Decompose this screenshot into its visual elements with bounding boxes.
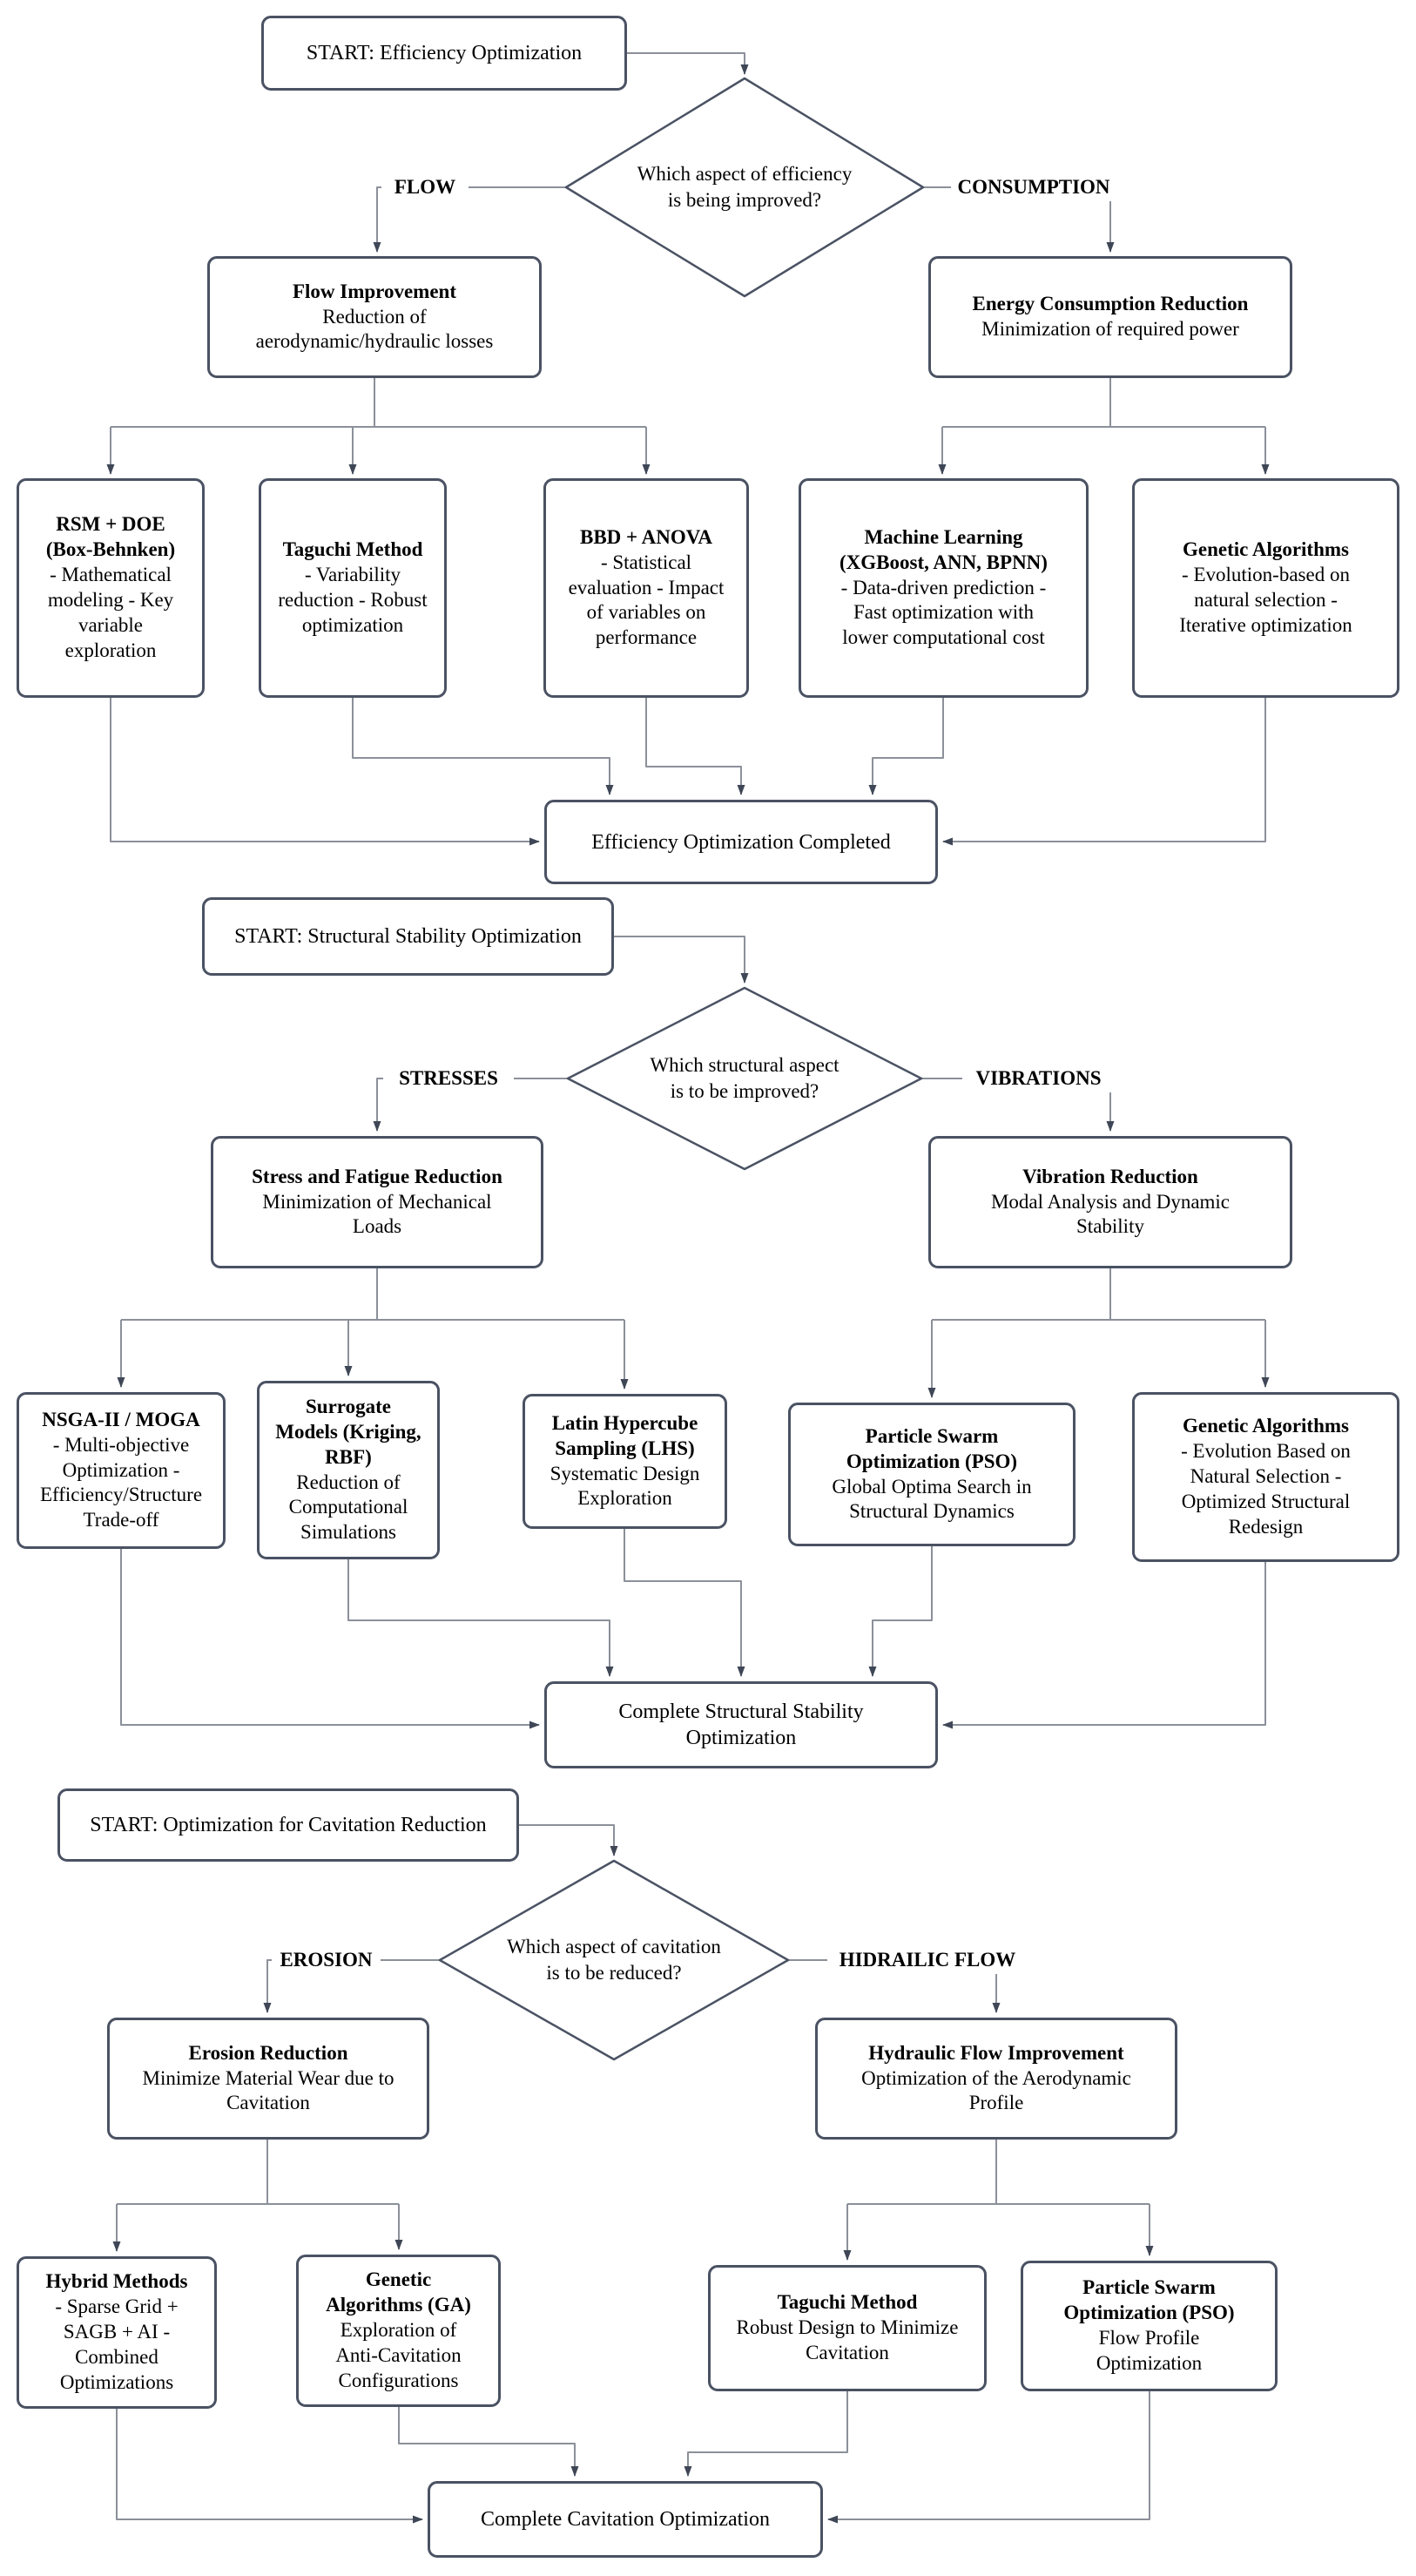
decision-text-cavitation: Which aspect of cavitation is to be redu… <box>507 1936 721 1984</box>
branch-erosion-reduction-title: Erosion Reduction <box>188 2041 348 2064</box>
branch-vibration-reduction: Vibration Reduction Modal Analysis and D… <box>928 1136 1292 1268</box>
end-node-efficiency-label: Efficiency Optimization Completed <box>591 830 891 854</box>
method-genetic-algorithms-efficiency-title: Genetic Algorithms <box>1183 538 1349 561</box>
method-nsga-moga: NSGA-II / MOGA - Multi-objective Optimiz… <box>17 1392 226 1549</box>
decision-diamond-structural <box>566 986 923 1171</box>
decision-text-efficiency: Which aspect of efficiency is being impr… <box>637 163 853 211</box>
method-pso-cavitation-desc: Flow Profile Optimization <box>1096 2327 1203 2374</box>
branch-flow-improvement-desc: Reduction of aerodynamic/hydraulic losse… <box>255 305 494 353</box>
branch-energy-consumption-title: Energy Consumption Reduction <box>972 293 1249 315</box>
method-taguchi-cavitation-title: Taguchi Method <box>777 2291 918 2314</box>
branch-stress-fatigue-title: Stress and Fatigue Reduction <box>252 1165 502 1187</box>
method-machine-learning-desc: - Data-driven prediction - Fast optimiza… <box>840 576 1047 649</box>
branch-vibration-reduction-title: Vibration Reduction <box>1022 1165 1198 1187</box>
branch-energy-consumption-desc: Minimization of required power <box>981 318 1239 340</box>
branch-label-erosion: EROSION <box>272 1946 381 1974</box>
start-node-structural: START: Structural Stability Optimization <box>202 897 614 976</box>
decision-diamond-cavitation <box>438 1859 790 2061</box>
end-node-efficiency: Efficiency Optimization Completed <box>544 800 938 884</box>
method-taguchi-cavitation-desc: Robust Design to Minimize Cavitation <box>736 2316 959 2363</box>
branch-vibration-reduction-desc: Modal Analysis and Dynamic Stability <box>990 1190 1231 1238</box>
branch-hydraulic-flow-desc: Optimization of the Aerodynamic Profile <box>861 2066 1131 2114</box>
method-bbd-anova-title: BBD + ANOVA <box>580 525 712 548</box>
branch-stress-fatigue-desc: Minimization of Mechanical Loads <box>262 1190 492 1238</box>
method-rsm-doe-desc: - Mathematical modeling - Key variable e… <box>47 564 174 661</box>
method-genetic-algorithms-structural-title: Genetic Algorithms <box>1183 1415 1349 1437</box>
method-genetic-algorithms-cavitation: Genetic Algorithms (GA) Exploration of A… <box>296 2255 501 2407</box>
method-nsga-moga-desc: - Multi-objective Optimization - Efficie… <box>39 1433 203 1531</box>
end-node-structural: Complete Structural Stability Optimizati… <box>544 1681 938 1768</box>
branch-erosion-reduction-desc: Minimize Material Wear due to Cavitation <box>142 2066 394 2114</box>
method-hybrid-methods-desc: - Sparse Grid + SAGB + AI - Combined Opt… <box>55 2295 179 2393</box>
method-hybrid-methods: Hybrid Methods - Sparse Grid + SAGB + AI… <box>17 2256 217 2409</box>
start-node-efficiency: START: Efficiency Optimization <box>261 16 627 91</box>
branch-hydraulic-flow-title: Hydraulic Flow Improvement <box>868 2041 1124 2064</box>
method-surrogate-models: Surrogate Models (Kriging, RBF) Reductio… <box>257 1381 440 1559</box>
start-node-structural-label: START: Structural Stability Optimization <box>234 925 582 948</box>
method-nsga-moga-title: NSGA-II / MOGA <box>42 1408 200 1430</box>
method-bbd-anova-desc: - Statistical evaluation - Impact of var… <box>568 551 725 649</box>
method-surrogate-models-title: Surrogate Models (Kriging, RBF) <box>275 1395 421 1468</box>
branch-flow-improvement-title: Flow Improvement <box>292 280 457 302</box>
branch-label-consumption: CONSUMPTION <box>951 173 1116 201</box>
method-taguchi-efficiency: Taguchi Method - Variability reduction -… <box>259 478 447 698</box>
method-bbd-anova: BBD + ANOVA - Statistical evaluation - I… <box>543 478 749 698</box>
method-rsm-doe: RSM + DOE (Box-Behnken) - Mathematical m… <box>17 478 205 698</box>
branch-energy-consumption: Energy Consumption Reduction Minimizatio… <box>928 256 1292 378</box>
method-pso-structural: Particle Swarm Optimization (PSO) Global… <box>788 1403 1075 1546</box>
branch-erosion-reduction: Erosion Reduction Minimize Material Wear… <box>107 2018 429 2140</box>
decision-diamond-efficiency <box>564 77 925 298</box>
method-taguchi-efficiency-desc: - Variability reduction - Robust optimiz… <box>278 564 428 636</box>
method-machine-learning-title: Machine Learning (XGBoost, ANN, BPNN) <box>839 525 1048 573</box>
branch-stress-fatigue: Stress and Fatigue Reduction Minimizatio… <box>211 1136 543 1268</box>
method-genetic-algorithms-efficiency-desc: - Evolution-based on natural selection -… <box>1179 564 1352 636</box>
method-taguchi-cavitation: Taguchi Method Robust Design to Minimize… <box>708 2265 987 2391</box>
branch-label-vibrations: VIBRATIONS <box>962 1065 1115 1092</box>
method-genetic-algorithms-cavitation-desc: Exploration of Anti-Cavitation Configura… <box>335 2319 462 2391</box>
branch-flow-improvement: Flow Improvement Reduction of aerodynami… <box>207 256 542 378</box>
end-node-structural-label: Complete Structural Stability Optimizati… <box>618 1700 864 1749</box>
start-node-efficiency-label: START: Efficiency Optimization <box>306 42 583 64</box>
method-pso-structural-title: Particle Swarm Optimization (PSO) <box>846 1424 1018 1472</box>
flow-arrows <box>106 52 1270 2524</box>
decision-diamonds <box>438 77 925 2061</box>
method-hybrid-methods-title: Hybrid Methods <box>45 2270 188 2293</box>
branch-label-hidrailic-flow: HIDRAILIC FLOW <box>827 1946 1028 1974</box>
branch-label-stresses: STRESSES <box>383 1065 514 1092</box>
method-pso-cavitation: Particle Swarm Optimization (PSO) Flow P… <box>1021 2261 1278 2391</box>
end-node-cavitation: Complete Cavitation Optimization <box>428 2481 823 2558</box>
method-latin-hypercube-desc: Systematic Design Exploration <box>550 1462 700 1510</box>
method-genetic-algorithms-structural: Genetic Algorithms - Evolution Based on … <box>1132 1392 1399 1562</box>
method-surrogate-models-desc: Reduction of Computational Simulations <box>288 1471 408 1544</box>
method-taguchi-efficiency-title: Taguchi Method <box>282 538 423 561</box>
end-node-cavitation-label: Complete Cavitation Optimization <box>481 2508 770 2531</box>
method-genetic-algorithms-efficiency: Genetic Algorithms - Evolution-based on … <box>1132 478 1399 698</box>
decision-text-structural: Which structural aspect is to be improve… <box>650 1054 839 1102</box>
method-rsm-doe-title: RSM + DOE (Box-Behnken) <box>45 513 176 561</box>
start-node-cavitation: START: Optimization for Cavitation Reduc… <box>57 1788 519 1862</box>
start-node-cavitation-label: START: Optimization for Cavitation Reduc… <box>90 1814 487 1836</box>
method-pso-cavitation-title: Particle Swarm Optimization (PSO) <box>1063 2276 1235 2324</box>
method-pso-structural-desc: Global Optima Search in Structural Dynam… <box>832 1475 1032 1523</box>
branch-label-flow: FLOW <box>381 173 469 201</box>
method-genetic-algorithms-cavitation-title: Genetic Algorithms (GA) <box>326 2268 471 2316</box>
method-latin-hypercube: Latin Hypercube Sampling (LHS) Systemati… <box>523 1394 727 1529</box>
method-machine-learning: Machine Learning (XGBoost, ANN, BPNN) - … <box>799 478 1089 698</box>
method-latin-hypercube-title: Latin Hypercube Sampling (LHS) <box>551 1411 698 1459</box>
branch-hydraulic-flow: Hydraulic Flow Improvement Optimization … <box>815 2018 1177 2140</box>
method-genetic-algorithms-structural-desc: - Evolution Based on Natural Selection -… <box>1181 1440 1351 1538</box>
